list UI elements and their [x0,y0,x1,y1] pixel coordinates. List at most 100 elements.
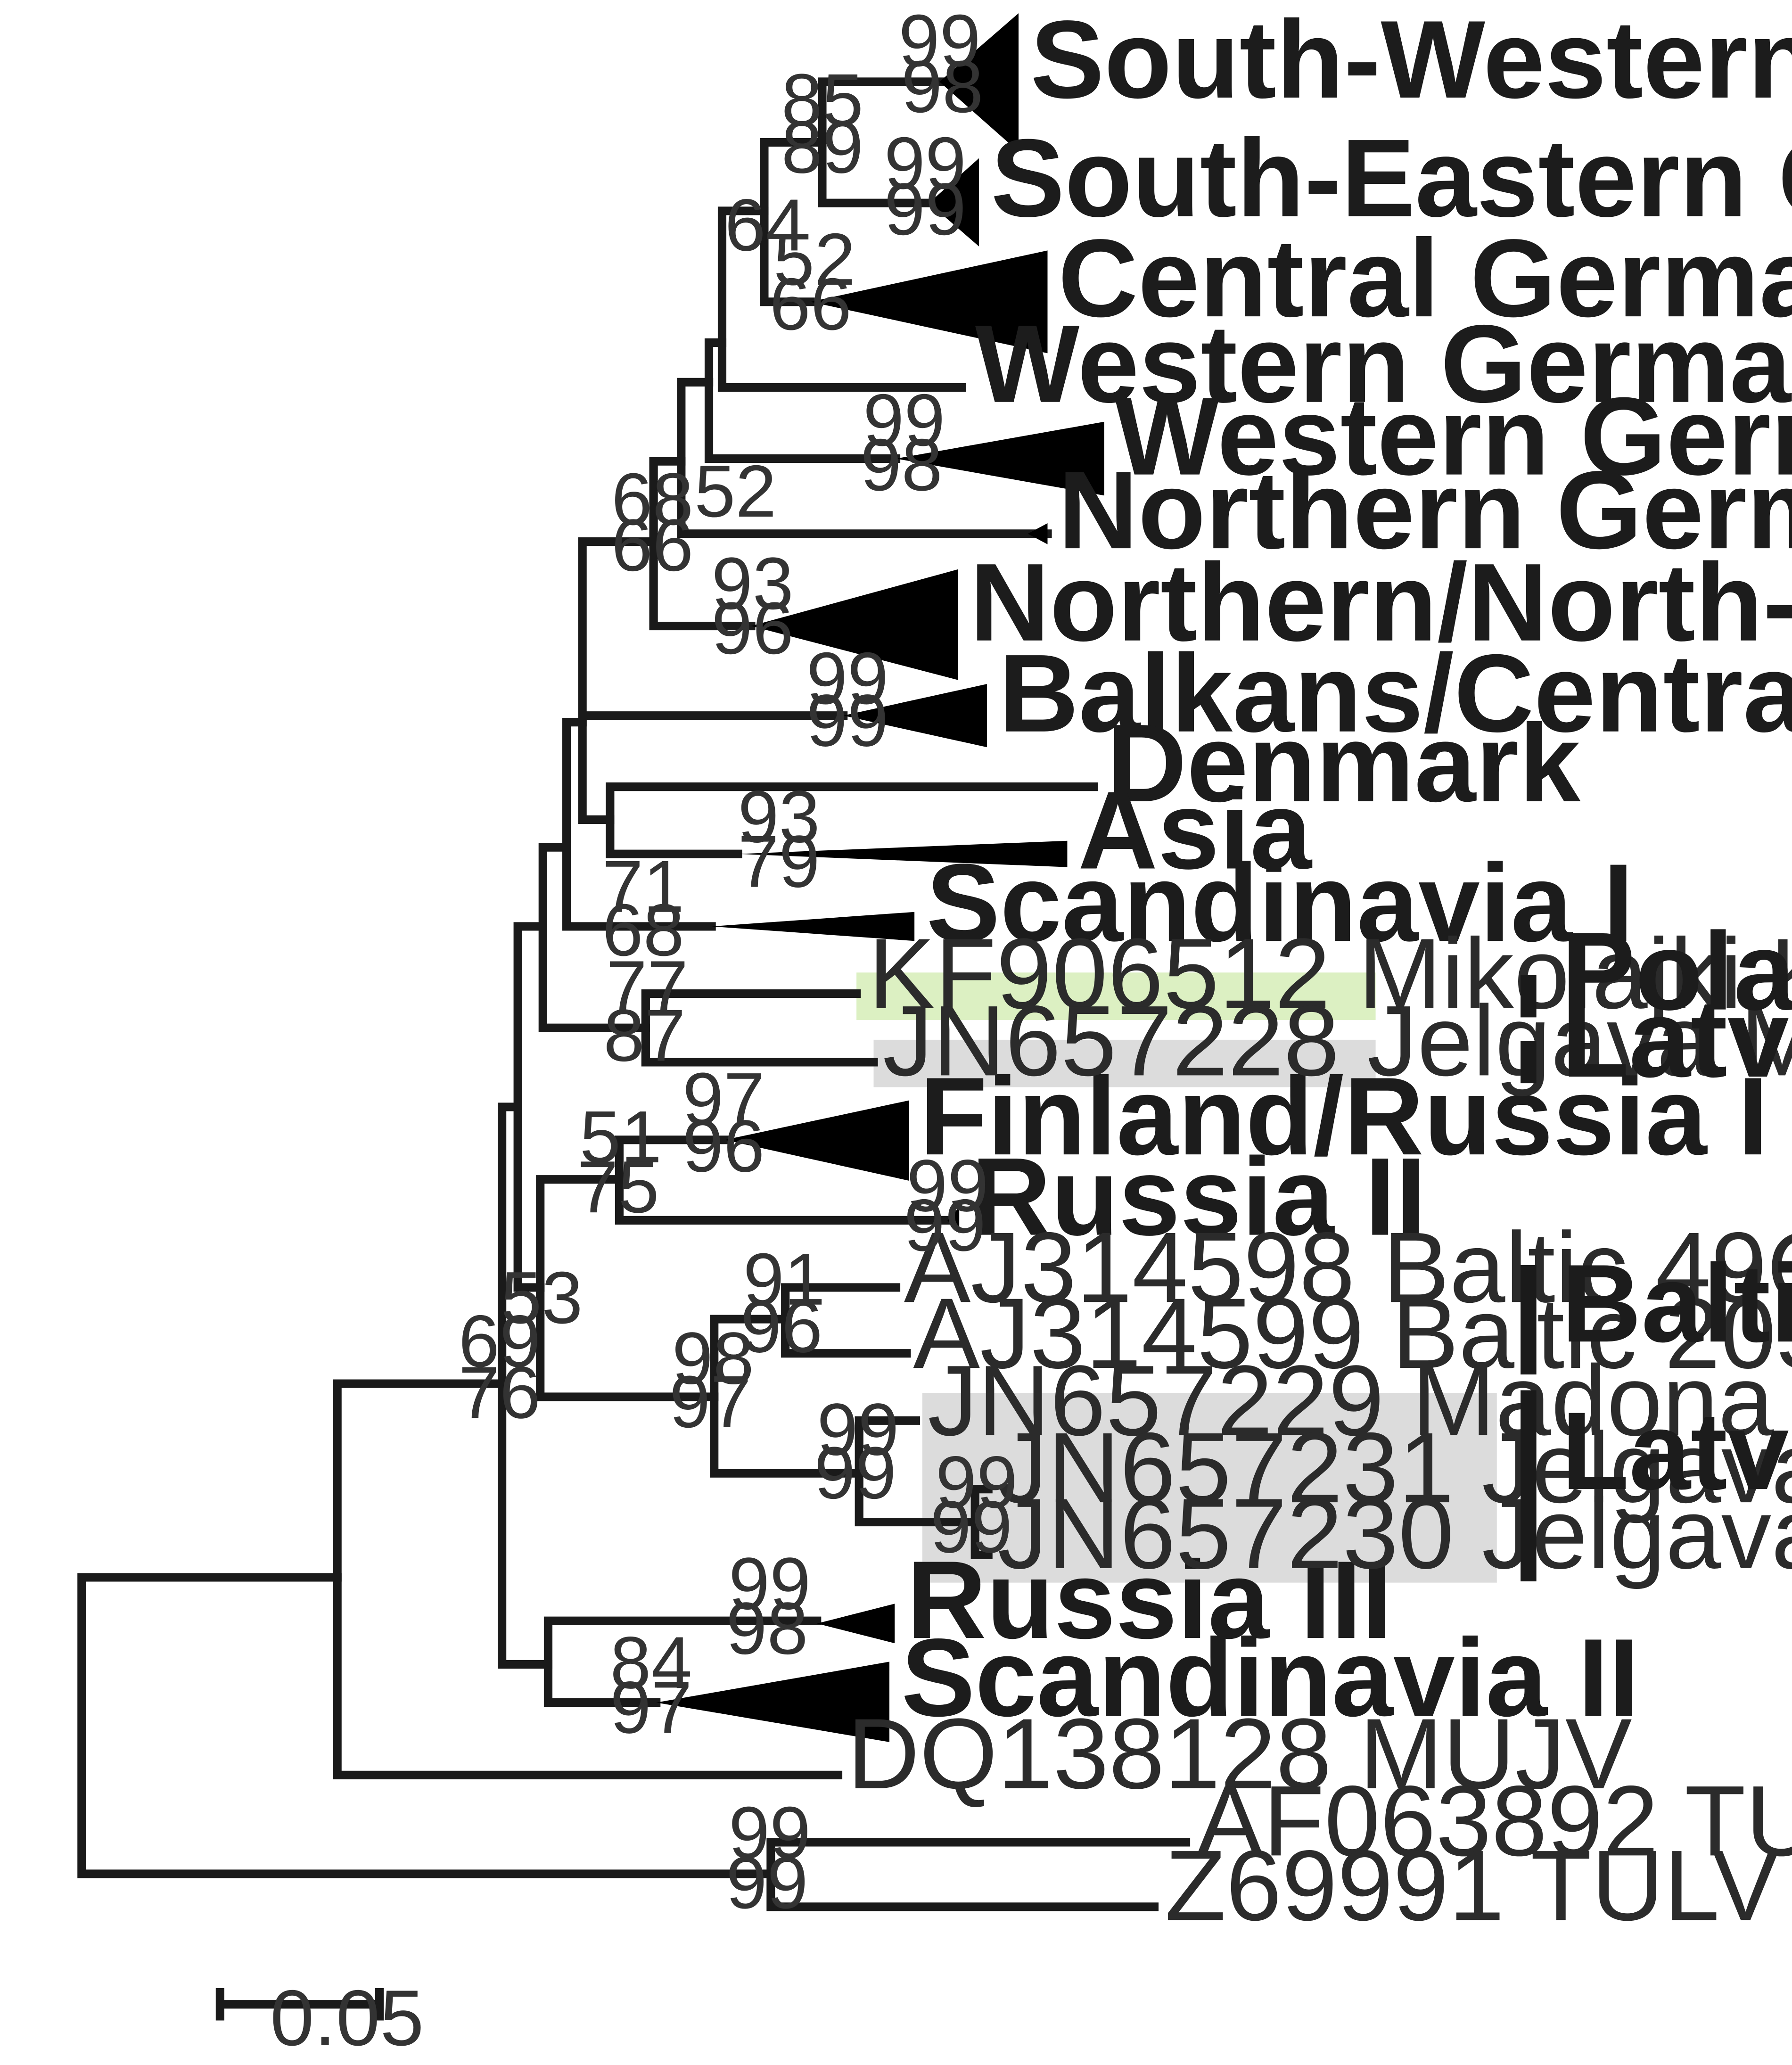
bootstrap-values: 99 98 85 89 99 99 64 52 66 99 98 52 68 6… [459,0,1018,1924]
leaf-label-jn657230: JN657230 Jelgava Mg136 08 [997,1478,1792,1590]
highlight-latvia-i [873,1039,1376,1087]
clade-label-western-germany: Western Germany [975,302,1792,426]
branch-denmark-asia [606,782,1098,858]
bootstrap-value: 66 [770,263,852,346]
branch-latvia2 [855,1416,979,1527]
branch-node-68 [649,457,756,631]
bootstrap-value: 52 [773,218,855,301]
bootstrap-value: 99 [906,1144,988,1227]
triangle-scandinavia-i [711,912,915,941]
bootstrap-value: 52 [694,450,776,533]
clade-label-northern-germany-slovakia: Northern Germany/Slovakia [1058,448,1792,572]
bootstrap-value: 76 [459,1351,541,1434]
triangle-northern-germany-slovakia [1028,523,1048,544]
branch-jelgava [970,1485,993,1560]
bootstrap-value: 99 [806,637,888,720]
branch-node-98 [710,1315,863,1478]
clade-label-russia-iii: Russia III [906,1538,1392,1662]
scale-bar-label: 0.05 [270,1974,424,2062]
bootstrap-value: 64 [725,184,807,266]
clade-label-south-western-germany: South-Western Germany [1030,0,1792,121]
clade-label-scandinavia-ii: Scandinavia II [901,1615,1639,1739]
triangle-western-germany-belgium-france [896,421,1104,496]
branch-finland-russia [615,1135,953,1225]
bootstrap-value: 87 [603,995,685,1077]
branch-node-442 [578,537,848,824]
triangle-balkans-central-europe [843,684,987,748]
collapsed-clades [656,13,1104,1742]
clade-label-asia: Asia [1078,768,1313,892]
bootstrap-value: 89 [781,106,863,189]
clade-label-western-germany-belgium-france: Western Germany/Belgium/France [1115,374,1792,498]
tree-branches [77,77,1191,1911]
bootstrap-value: 68 [602,889,684,971]
clade-label-denmark: Denmark [1107,701,1580,825]
bootstrap-value: 97 [669,1361,751,1443]
clade-label-finland-russia-i: Finland/Russia I [920,1054,1768,1178]
branch-node-85 [818,77,946,207]
bootstrap-value: 85 [781,59,863,141]
bootstrap-value: 79 [738,821,820,903]
bootstrap-value: 53 [501,1257,583,1339]
bootstrap-value: 99 [936,1441,1018,1523]
group-brackets: Poland Latvia I Baltic states Latvia II [1521,909,1792,1581]
bootstrap-value: 93 [712,543,794,625]
triangle-south-eastern-germany [929,158,979,247]
triangle-central-germany [810,250,1048,354]
bootstrap-value: 91 [743,1238,825,1321]
bootstrap-value: 99 [899,0,981,82]
group-label-latvia-i: Latvia I [1562,976,1792,1100]
triangle-asia [738,840,1068,867]
branch-node-52 [677,378,1052,538]
branch-node-580 [760,138,827,306]
triangle-northern-north-western-germany [751,569,958,680]
bootstrap-value: 99 [806,679,888,762]
leaf-label-af063892: AF063892 TULV Lodz [1196,1765,1792,1877]
clade-label-balkans-central-europe: Balkans/Central Europe [999,631,1792,755]
bootstrap-value: 99 [884,122,966,205]
scale-bar: 0.05 [215,1974,424,2062]
bootstrap-value: 99 [884,168,966,251]
leaf-label-z69991: Z69991 TULV Moravia [1165,1830,1792,1942]
triangle-finland-russia-i [724,1100,909,1181]
leaf-label-kf906512: KF906512 Mikolajki KS13 855 [868,918,1792,1030]
clade-label-central-germany: Central Germany [1058,216,1792,340]
bootstrap-value: 96 [682,1105,764,1187]
scale-bar-line [215,1988,384,2021]
bootstrap-value: 99 [817,1388,899,1471]
leaf-label-aj314598: AJ314598 Baltic 49Cg [904,1212,1792,1324]
bootstrap-value: 99 [729,1792,811,1874]
bootstrap-value: 99 [863,379,945,461]
branch-root [77,1573,775,1878]
leaf-label-aj314599: AJ314599 Baltic 205Cg [913,1278,1792,1390]
group-label-poland: Poland [1562,909,1792,1033]
leaf-label-jn657229: JN657229 Madona Mg99 08 [928,1345,1792,1457]
bootstrap-value: 98 [861,424,943,506]
bootstrap-value: 75 [577,1146,659,1228]
triangle-scandinavia-ii [656,1662,890,1742]
branch-tulv [766,1838,1191,1911]
clade-labels: South-Western Germany South-Eastern Germ… [901,0,1792,1739]
leaf-label-jn657228: JN657228 Jelgava Mg149 08 [883,985,1792,1097]
clade-label-russia-ii: Russia II [971,1135,1426,1259]
bootstrap-value: 99 [904,1184,986,1267]
triangle-south-western-germany [939,13,1019,152]
branch-poland-latvia1 [641,989,878,1067]
bootstrap-value: 99 [930,1486,1012,1568]
branch-node-410 [536,1175,719,1401]
branch-baltic-states [781,1283,911,1358]
bootstrap-value: 99 [729,1543,811,1625]
bootstrap-value: 99 [726,1842,808,1924]
bootstrap-value: 96 [740,1285,822,1368]
bootstrap-value: 69 [459,1300,541,1382]
highlight-poland [856,972,1376,1020]
bootstrap-value: 98 [672,1317,754,1400]
bootstrap-value: 66 [611,504,693,587]
branch-node-69 [333,1379,843,1779]
leaf-label-dq138128: DQ138128 MUJV [847,1698,1632,1810]
triangle-russia-iii [817,1604,895,1644]
bootstrap-value: 84 [610,1621,692,1704]
clade-label-south-eastern-germany: South-Eastern Germany [991,116,1792,240]
bootstrap-value: 93 [738,776,820,858]
